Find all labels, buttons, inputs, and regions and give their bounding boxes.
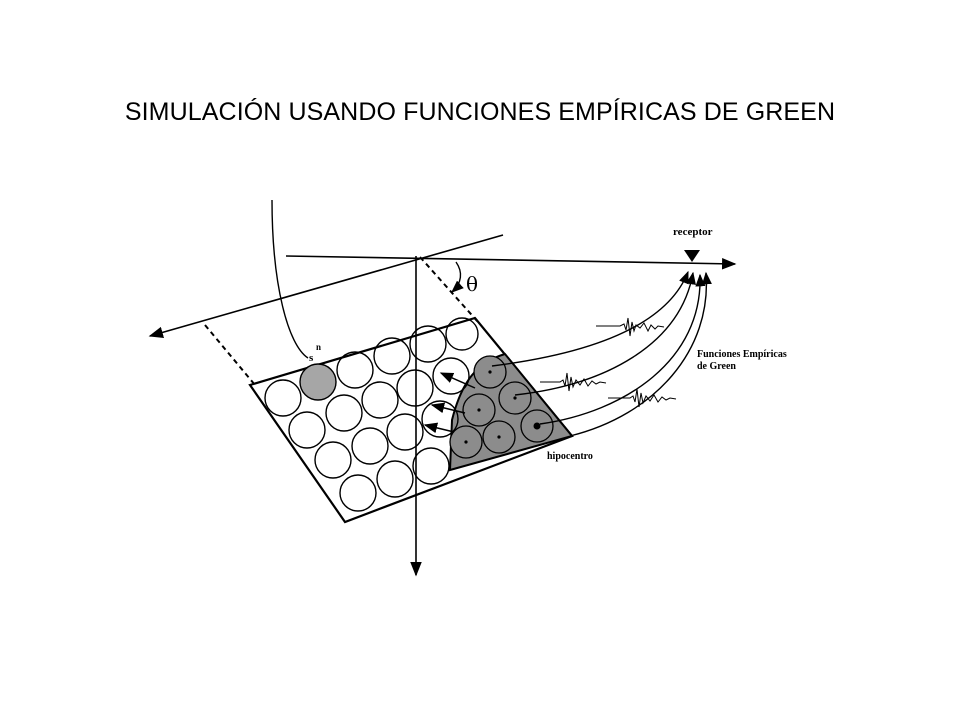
ray-path	[539, 273, 706, 425]
receptor-label: receptor	[673, 226, 713, 238]
hypocenter-label: hipocentro	[547, 451, 593, 462]
dip-angle-arc	[451, 261, 464, 293]
subfault	[264, 379, 302, 417]
propagation-arrow	[423, 422, 455, 434]
propagation-arrow	[439, 372, 476, 389]
receptor-icon	[684, 250, 700, 262]
seismogram-trace	[596, 317, 665, 337]
surface-axis	[285, 255, 737, 270]
subfault	[351, 427, 389, 465]
strike-axis	[148, 234, 504, 338]
propagation-arrow	[430, 402, 466, 414]
subfault	[432, 357, 470, 395]
subfault	[339, 474, 377, 512]
rupture-centers	[464, 370, 541, 444]
green-functions-label-line2: de Green	[697, 361, 736, 372]
subfault	[396, 369, 434, 407]
slide-title: SIMULACIÓN USANDO FUNCIONES EMPÍRICAS DE…	[124, 98, 836, 126]
subfault	[409, 325, 447, 363]
subfault	[361, 381, 399, 419]
green-functions-label-line1: Funciones Empíricas	[697, 349, 787, 360]
subfault	[314, 441, 352, 479]
projection-dashed-top	[419, 256, 479, 323]
seismogram-trace	[608, 388, 677, 408]
subfault	[336, 351, 374, 389]
seismograms	[540, 317, 677, 408]
subfault	[421, 400, 459, 438]
subfault-sn	[299, 363, 337, 401]
subfault	[376, 460, 414, 498]
ray-path	[569, 271, 712, 437]
propagation-arrows	[423, 372, 476, 434]
projection-dashed-left	[204, 324, 256, 386]
subfault	[288, 411, 326, 449]
seismogram-trace	[540, 372, 607, 392]
ray-paths	[491, 270, 712, 437]
subfault	[445, 317, 479, 351]
subfault	[325, 394, 363, 432]
subfault	[373, 337, 411, 375]
subfault-label: s	[309, 352, 314, 364]
fault-outline-curve	[271, 199, 309, 359]
subfault-label-superscript: n	[316, 342, 321, 352]
ray-path	[514, 271, 696, 396]
subfault	[412, 447, 450, 485]
angle-label: θ	[466, 272, 478, 296]
subfault-grid	[264, 317, 479, 512]
subfault	[386, 413, 424, 451]
ray-path	[491, 270, 689, 367]
hypocenter-dot	[533, 422, 541, 430]
